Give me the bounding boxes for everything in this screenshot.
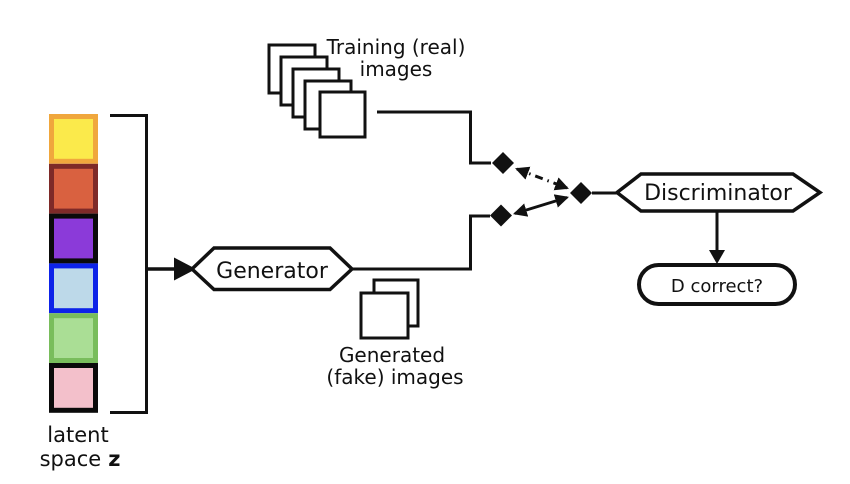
- latent-square-orange: [49, 163, 98, 214]
- latent-z-symbol: z: [108, 447, 120, 471]
- generated-images-label-line2: (fake) images: [326, 365, 463, 389]
- latent-vector-stack: [49, 114, 98, 413]
- latent-bracket: [110, 114, 148, 414]
- latent-square-yellow: [49, 114, 98, 164]
- real-sample-dashdot-arrow: [515, 166, 569, 191]
- d-correct-node: [637, 263, 797, 306]
- real-junction-diamond-icon: [492, 152, 514, 174]
- latent-space-label-line1: latent: [47, 423, 108, 447]
- generated-images-stack: [359, 278, 420, 340]
- latent-square-blue: [49, 263, 98, 314]
- latent-to-generator-arrow: [146, 257, 196, 281]
- discriminator-junction-diamond-icon: [570, 182, 592, 204]
- generator-label: Generator: [216, 259, 329, 284]
- training-images-stack: [267, 43, 367, 139]
- d-correct-label: D correct?: [671, 276, 763, 297]
- latent-square-green: [49, 313, 98, 364]
- fake-junction-diamond-icon: [490, 204, 512, 227]
- arrowhead-icon: [709, 250, 725, 264]
- fake-sample-arrow: [513, 194, 569, 217]
- discriminator-label: Discriminator: [644, 181, 793, 206]
- generator-to-junction-line: [352, 214, 490, 271]
- training-image-card: [318, 90, 367, 139]
- training-images-label-line2: images: [360, 57, 433, 81]
- training-images-label-line1: Training (real): [326, 35, 466, 59]
- discriminator-output-arrow: [709, 211, 725, 264]
- latent-square-purple: [49, 213, 98, 264]
- training-to-junction-line: [377, 110, 491, 165]
- generated-image-card: [359, 291, 410, 340]
- latent-square-pink: [49, 363, 98, 413]
- generated-images-label-line1: Generated: [339, 343, 445, 367]
- discriminator-node: [614, 172, 824, 213]
- arrowhead-icon: [174, 257, 196, 281]
